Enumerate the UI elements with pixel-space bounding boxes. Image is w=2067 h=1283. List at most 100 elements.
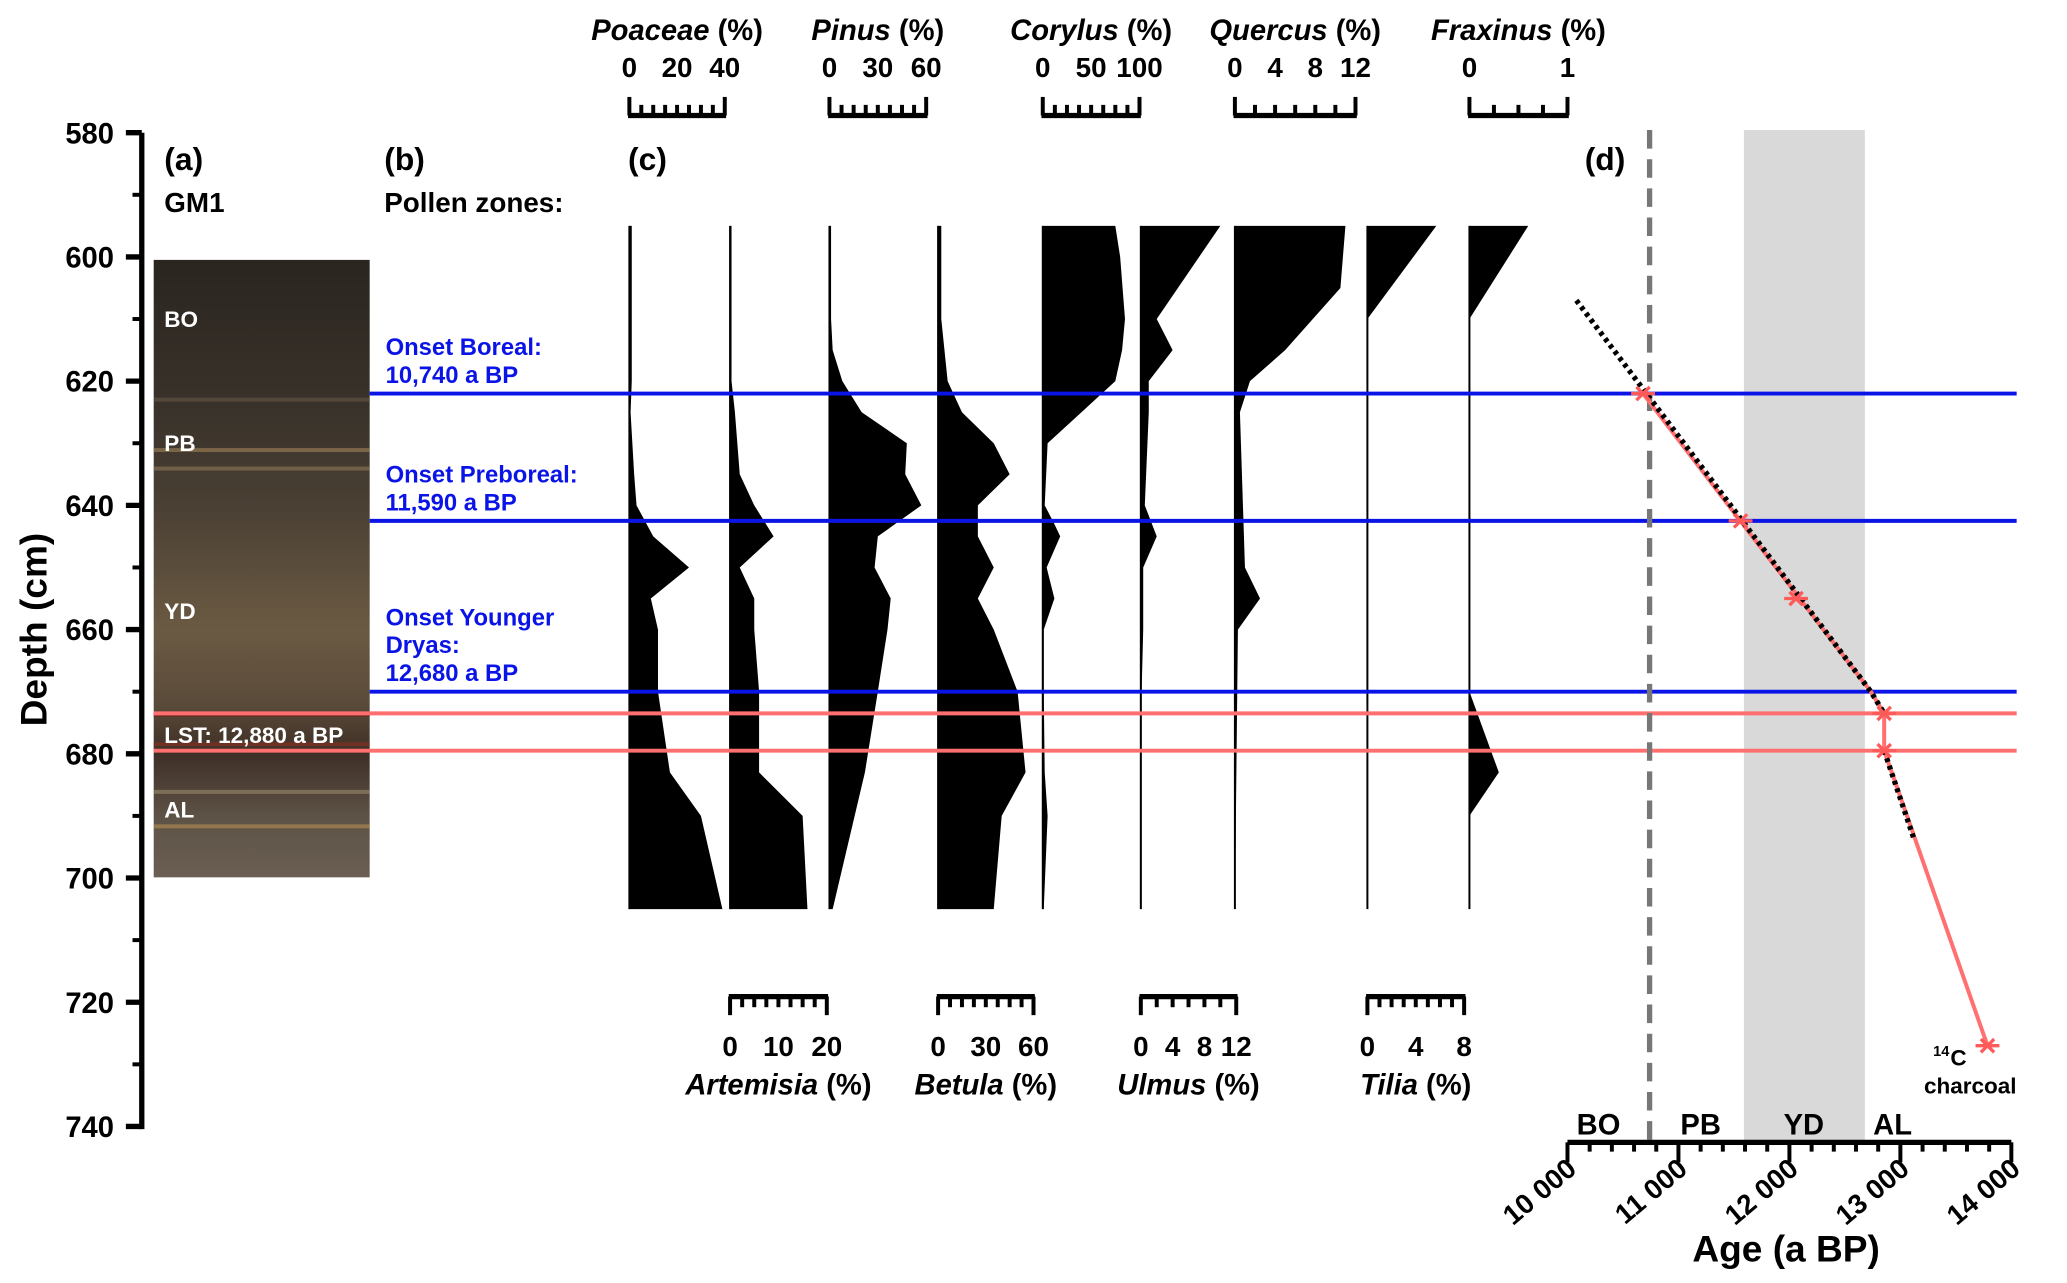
depth-tick-label: 680	[65, 739, 114, 771]
pollen-curve-quercus	[1234, 225, 1346, 910]
core-layer	[153, 448, 370, 453]
taxon-unit: (%)	[1328, 15, 1381, 47]
scale-tick-label: 60	[911, 52, 942, 83]
taxon-unit: (%)	[710, 15, 763, 47]
zone-onset-label: 11,590 a BP	[386, 489, 517, 516]
depth-axis-title: Depth (cm)	[12, 533, 54, 727]
panel-c-label: (c)	[628, 141, 667, 177]
age-tick-label: 10 000	[1497, 1152, 1582, 1230]
pollen-curve-artemisia	[730, 225, 808, 910]
chronozone-label: BO	[1577, 1109, 1621, 1141]
zone-onset-label: Onset Preboreal:	[386, 461, 578, 488]
depth-tick-label: 620	[65, 367, 114, 399]
scale-tick-label: 0	[930, 1031, 945, 1062]
taxon-unit: (%)	[1119, 15, 1172, 47]
scale-tick-label: 30	[970, 1031, 1001, 1062]
scale-tick-label: 4	[1408, 1031, 1424, 1062]
zone-onset-label: Dryas:	[386, 632, 460, 659]
taxon-name: Quercus	[1209, 15, 1327, 47]
taxon-name: Betula	[915, 1070, 1004, 1102]
scale-tick-label: 8	[1308, 52, 1323, 83]
panel-d-label: (d)	[1585, 141, 1626, 177]
scale-tick-label: 0	[1462, 52, 1477, 83]
taxon-title: Pinus (%)	[811, 15, 944, 47]
core-layer	[153, 466, 370, 471]
scale-tick-label: 0	[1035, 52, 1050, 83]
scale-tick-label: 4	[1267, 52, 1283, 83]
scale-tick-label: 0	[622, 52, 637, 83]
yd-band	[1743, 130, 1865, 1142]
panel-labels: (a) GM1 (b) Pollen zones: (c) (d)	[164, 141, 1625, 218]
scale-tick-label: 100	[1116, 52, 1162, 83]
charcoal-c-label: C	[1950, 1046, 1966, 1071]
taxon-title: Quercus (%)	[1209, 15, 1381, 47]
taxon-title: Betula (%)	[915, 1070, 1057, 1102]
date-marker	[1975, 1037, 2000, 1054]
taxon-unit: (%)	[1418, 1070, 1471, 1102]
core-zone-label: BO	[164, 307, 198, 332]
charcoal-superscript: 14	[1933, 1044, 1950, 1060]
core-zone-label: PB	[164, 431, 195, 456]
scale-tick-label: 1	[1560, 52, 1575, 83]
scale-tick-label: 12	[1221, 1031, 1252, 1062]
zone-onset-label: Onset Boreal:	[386, 334, 542, 361]
core-layer	[153, 397, 370, 402]
scale-tick-label: 8	[1197, 1031, 1212, 1062]
core-image	[153, 259, 370, 878]
core-layer	[153, 742, 370, 747]
scale-tick-label: 10	[763, 1031, 794, 1062]
age-tick-label: 11 000	[1609, 1152, 1693, 1229]
scale-tick-label: 8	[1456, 1031, 1471, 1062]
core-name: GM1	[164, 187, 224, 218]
date-marker	[1784, 590, 1809, 607]
scale-tick-label: 60	[1018, 1031, 1049, 1062]
charcoal-label: charcoal	[1924, 1073, 2017, 1098]
taxon-name: Tilia	[1360, 1070, 1418, 1102]
taxon-name: Pinus	[811, 15, 890, 47]
zone-onset-label: Onset Younger	[386, 604, 555, 631]
scale-tick-label: 12	[1340, 52, 1371, 83]
depth-tick-label: 660	[65, 615, 114, 647]
date-marker	[1728, 513, 1753, 529]
taxon-title: Poaceae (%)	[591, 15, 763, 47]
pollen-curve-pinus	[829, 225, 922, 910]
scale-tick-label: 4	[1165, 1031, 1181, 1062]
taxon-unit: (%)	[891, 15, 944, 47]
core-layer	[153, 824, 370, 829]
pollen-curve-tilia	[1367, 225, 1437, 910]
taxon-name: Fraxinus	[1431, 15, 1552, 47]
scale-tick-label: 40	[709, 52, 740, 83]
taxon-title: Fraxinus (%)	[1431, 15, 1606, 47]
depth-tick-label: 640	[65, 491, 114, 523]
scale-tick-label: 30	[862, 52, 893, 83]
age-axis-title: Age (a BP)	[1692, 1228, 1880, 1270]
panel-b-label: (b)	[384, 141, 425, 177]
taxon-title: Artemisia (%)	[684, 1070, 871, 1102]
pollen-curve-poaceae	[629, 225, 723, 910]
age-tick-label: 14 000	[1941, 1152, 2026, 1230]
age-tick-label: 13 000	[1830, 1152, 1915, 1230]
date-marker	[1631, 385, 1655, 402]
scale-tick-label: 50	[1076, 52, 1107, 83]
taxon-unit: (%)	[1206, 1070, 1259, 1102]
core-zone-label: AL	[164, 798, 194, 823]
date-marker	[1872, 705, 1897, 722]
depth-tick-label: 700	[65, 864, 114, 896]
taxon-unit: (%)	[1552, 15, 1605, 47]
scale-tick-label: 20	[811, 1031, 842, 1062]
chronozone-label: YD	[1784, 1109, 1824, 1141]
pollen-curve-ulmus	[1140, 225, 1221, 910]
taxon-name: Poaceae	[591, 15, 709, 47]
core-zone-label: YD	[164, 599, 195, 624]
zone-onset-label: 12,680 a BP	[386, 660, 519, 687]
taxon-unit: (%)	[818, 1070, 871, 1102]
